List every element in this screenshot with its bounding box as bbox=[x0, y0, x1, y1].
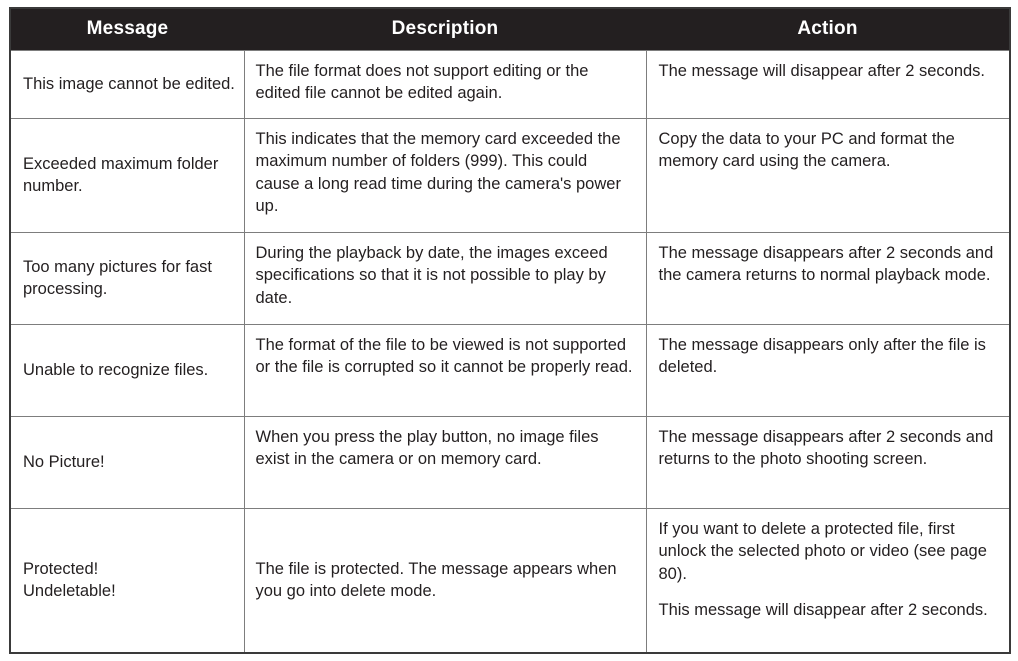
action-paragraph: This message will disappear after 2 seco… bbox=[658, 600, 988, 619]
action-paragraph: The message disappears only after the fi… bbox=[658, 336, 986, 377]
table-row: Unable to recognize files. The format of… bbox=[9, 324, 1011, 417]
action-paragraph: The message will disappear after 2 secon… bbox=[658, 62, 986, 80]
message-line: Protected! bbox=[23, 559, 99, 578]
table-row: Exceeded maximum folder number. This ind… bbox=[9, 118, 1011, 233]
cell-description: When you press the play button, no image… bbox=[243, 416, 647, 509]
message-line: Undeletable! bbox=[23, 582, 116, 600]
cell-message: Protected! Undeletable! bbox=[9, 508, 245, 654]
action-paragraph: If you want to delete a protected file, … bbox=[658, 520, 987, 583]
table-row: No Picture! When you press the play butt… bbox=[9, 416, 1011, 509]
column-header-message: Message bbox=[10, 8, 244, 51]
cell-message: This image cannot be edited. bbox=[9, 50, 245, 119]
table-row: Protected! Undeletable! The file is prot… bbox=[9, 508, 1011, 654]
column-header-action: Action bbox=[646, 8, 1010, 51]
cell-description: This indicates that the memory card exce… bbox=[243, 118, 647, 233]
cell-description: The file format does not support editing… bbox=[243, 50, 647, 119]
table-header-row: Message Description Action bbox=[10, 8, 1010, 51]
action-paragraph: The message disappears after 2 seconds a… bbox=[658, 244, 994, 285]
cell-message: Exceeded maximum folder number. bbox=[9, 118, 245, 233]
cell-action: If you want to delete a protected file, … bbox=[645, 508, 1011, 654]
cell-action: The message will disappear after 2 secon… bbox=[645, 50, 1011, 119]
cell-description: The format of the file to be viewed is n… bbox=[243, 324, 647, 417]
cell-message: No Picture! bbox=[9, 416, 245, 509]
cell-action: The message disappears after 2 seconds a… bbox=[645, 416, 1011, 509]
camera-message-table: Message Description Action This image ca… bbox=[9, 7, 1011, 654]
action-paragraph: The message disappears after 2 seconds a… bbox=[658, 428, 994, 469]
cell-description: During the playback by date, the images … bbox=[243, 232, 647, 325]
cell-description: The file is protected. The message appea… bbox=[243, 508, 647, 654]
table-row: This image cannot be edited. The file fo… bbox=[9, 50, 1011, 119]
column-header-description: Description bbox=[244, 8, 646, 51]
cell-action: The message disappears after 2 seconds a… bbox=[645, 232, 1011, 325]
cell-message: Too many pictures for fast processing. bbox=[9, 232, 245, 325]
table-header: Message Description Action bbox=[10, 8, 1010, 51]
cell-action: Copy the data to your PC and format the … bbox=[645, 118, 1011, 233]
table-row: Too many pictures for fast processing. D… bbox=[9, 232, 1011, 325]
table-body: This image cannot be edited. The file fo… bbox=[9, 50, 1011, 654]
cell-action: The message disappears only after the fi… bbox=[645, 324, 1011, 417]
action-paragraph: Copy the data to your PC and format the … bbox=[658, 130, 955, 171]
cell-message: Unable to recognize files. bbox=[9, 324, 245, 417]
